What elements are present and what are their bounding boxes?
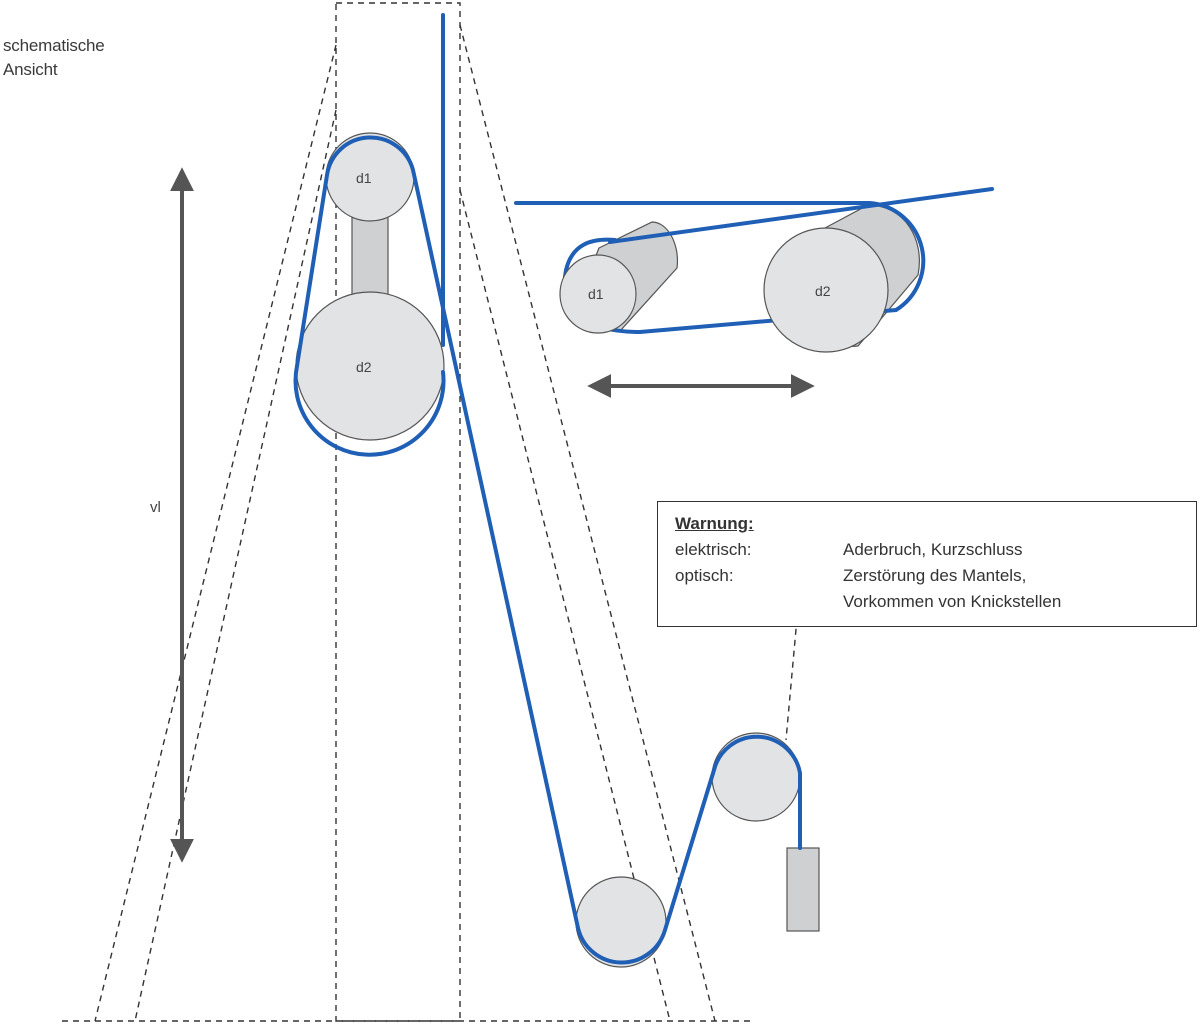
warning-title: Warnung: (675, 514, 754, 533)
cable (293, 13, 802, 965)
vertical-pulley-assembly: d1 d2 (295, 132, 445, 441)
warning-row-1-key: elektrisch: (675, 540, 752, 559)
view-label-line1: schematische (3, 36, 105, 55)
view-label-line2: Ansicht (3, 60, 58, 79)
warning-row-3-value: Vorkommen von Knickstellen (843, 592, 1062, 611)
warning-row-2-key: optisch: (675, 566, 734, 585)
horizontal-pulley-assembly: d1 d2 (514, 187, 994, 353)
guide-line-left-outer (94, 44, 337, 1022)
view-label: schematische Ansicht (3, 34, 105, 82)
guide-line-left-inner (134, 109, 337, 1022)
horizontal-cable-exit (608, 187, 994, 244)
warning-box: Warnung: elektrisch: Aderbruch, Kurzschl… (657, 501, 1197, 627)
pulley-d2-label: d2 (356, 359, 372, 375)
roller-d1-label: d1 (588, 286, 604, 302)
warning-row-2-value: Zerstörung des Mantels, (843, 566, 1027, 585)
cable-path-main (293, 13, 802, 965)
tension-weight (786, 847, 820, 932)
dashed-guides (62, 2, 801, 1022)
bottom-pulley (575, 876, 667, 968)
travel-label: vl (150, 499, 161, 516)
roller-d2-label: d2 (815, 283, 831, 299)
horizontal-cable-loop (514, 201, 926, 335)
warning-row-1-value: Aderbruch, Kurzschluss (843, 540, 1023, 559)
large-roller-d2 (763, 227, 889, 353)
small-roller-d1 (559, 254, 637, 334)
pulley-d1-label: d1 (356, 170, 372, 186)
